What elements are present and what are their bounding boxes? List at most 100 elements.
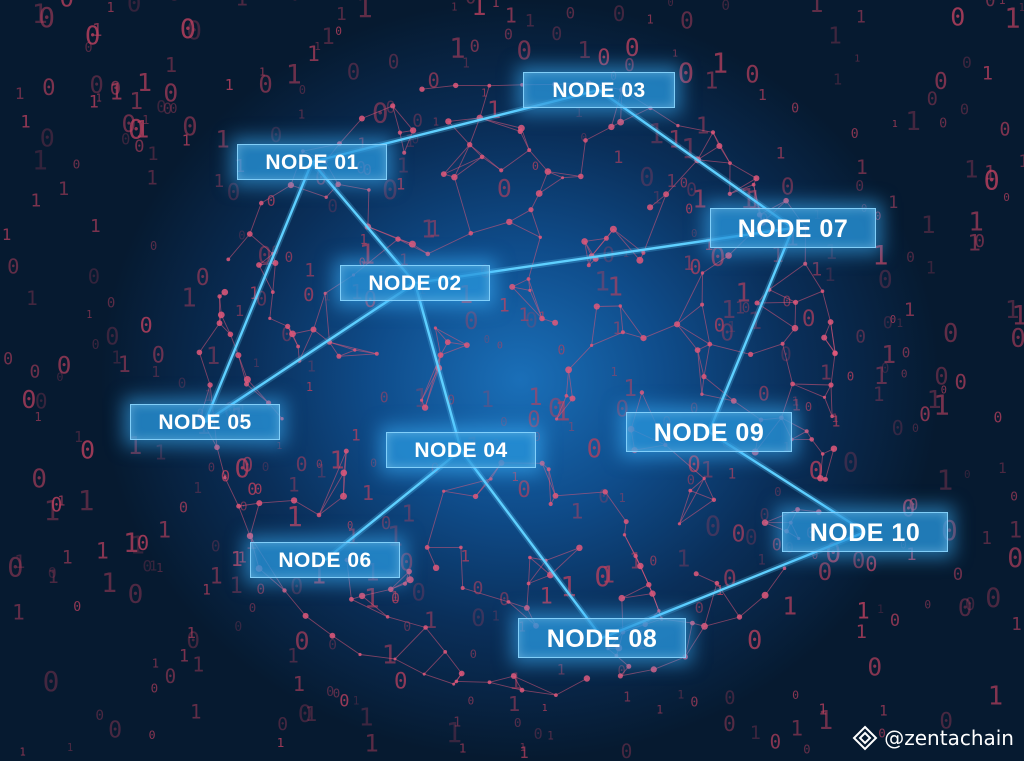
mesh-vertex <box>353 348 357 352</box>
mesh-vertex <box>702 476 706 481</box>
mesh-vertex <box>445 118 452 125</box>
mesh-vertex <box>649 590 656 597</box>
mesh-edge <box>548 469 552 505</box>
binary-digit: 0 <box>939 117 947 132</box>
mesh-edge <box>443 144 471 175</box>
mesh-edge <box>676 323 711 345</box>
mesh-edge <box>591 306 598 346</box>
mesh-vertex <box>510 673 517 679</box>
binary-digit: 1 <box>202 582 211 598</box>
binary-digit: 0 <box>855 178 864 195</box>
mesh-vertex <box>617 118 624 126</box>
binary-digit: 0 <box>890 314 896 326</box>
binary-digit: 0 <box>690 401 699 417</box>
binary-digit: 0 <box>504 26 513 44</box>
binary-digit: 1 <box>356 0 373 24</box>
binary-digit: 1 <box>601 563 615 589</box>
mesh-vertex <box>716 143 723 149</box>
mesh-edge <box>545 547 580 561</box>
binary-digit: 0 <box>471 604 485 632</box>
mesh-vertex <box>214 444 220 451</box>
binary-digit: 1 <box>927 385 942 414</box>
binary-digit: 1 <box>508 692 521 716</box>
mesh-vertex <box>650 666 657 673</box>
binary-digit: 1 <box>560 570 577 603</box>
binary-digit: 1 <box>86 310 92 321</box>
binary-digit: 1 <box>547 730 554 743</box>
binary-digit: 0 <box>388 51 400 74</box>
mesh-edge <box>426 491 445 548</box>
mesh-edge <box>562 175 581 179</box>
mesh-vertex <box>539 315 545 322</box>
binary-digit: 0 <box>720 320 734 346</box>
mesh-edge <box>782 343 794 385</box>
mesh-vertex <box>700 302 705 307</box>
mesh-vertex <box>340 492 347 500</box>
binary-digit: 1 <box>351 426 361 445</box>
mesh-vertex <box>618 304 622 308</box>
binary-digit: 0 <box>687 473 695 489</box>
mesh-vertex <box>646 582 652 588</box>
mesh-vertex <box>820 289 825 294</box>
node-08-label: NODE 08 <box>518 618 686 658</box>
binary-digit: 1 <box>820 361 832 385</box>
mesh-edge <box>469 117 481 145</box>
binary-digit: 1 <box>877 602 884 616</box>
mesh-edge <box>684 623 693 657</box>
binary-digit: 0 <box>901 367 908 380</box>
binary-digit: 1 <box>259 65 266 78</box>
mesh-edge <box>690 478 705 491</box>
binary-digit: 0 <box>924 599 931 612</box>
mesh-vertex <box>296 344 300 349</box>
mesh-vertex <box>236 503 242 509</box>
binary-digit: 0 <box>150 239 157 253</box>
mesh-edge <box>448 117 480 122</box>
binary-digit: 1 <box>306 380 313 394</box>
binary-digit: 0 <box>298 700 312 728</box>
mesh-edge <box>199 322 220 353</box>
binary-digit: 0 <box>594 562 611 593</box>
binary-digit: 0 <box>128 115 144 146</box>
binary-digit: 0 <box>1000 120 1011 141</box>
mesh-edge <box>469 144 483 158</box>
binary-digit: 1 <box>428 217 441 242</box>
mesh-edge <box>697 145 720 161</box>
binary-digit: 0 <box>326 684 334 700</box>
binary-digit: 1 <box>2 225 11 244</box>
binary-digit: 0 <box>517 37 533 67</box>
binary-digit: 1 <box>1004 4 1020 35</box>
binary-digit: 1 <box>735 278 750 308</box>
mesh-edge <box>690 490 715 501</box>
mesh-vertex <box>639 390 645 395</box>
mesh-vertex <box>406 568 412 575</box>
mesh-vertex <box>586 263 591 268</box>
mesh-vertex <box>323 291 327 295</box>
binary-digit: 0 <box>196 265 210 291</box>
binary-digit: 1 <box>210 565 223 590</box>
binary-digit: 0 <box>499 590 510 610</box>
binary-digit: 0 <box>105 323 119 351</box>
binary-digit: 1 <box>214 172 225 192</box>
binary-digit: 0 <box>964 468 971 481</box>
binary-digit: 1 <box>304 261 315 282</box>
binary-digit: 0 <box>803 742 810 756</box>
binary-digit: 0 <box>88 265 100 289</box>
mesh-vertex <box>336 353 342 359</box>
mesh-edge <box>529 557 551 576</box>
binary-digit: 0 <box>527 407 540 433</box>
binary-digit: 1 <box>619 491 626 505</box>
binary-digit: 0 <box>955 370 967 394</box>
binary-digit: 0 <box>680 175 688 191</box>
binary-digit: 1 <box>146 167 158 190</box>
mesh-vertex <box>419 86 425 92</box>
mesh-edge <box>621 593 653 599</box>
binary-digit: 0 <box>122 109 137 138</box>
binary-digit: 0 <box>668 0 674 9</box>
binary-digit: 0 <box>621 740 633 761</box>
mesh-edge <box>797 509 819 513</box>
mesh-vertex <box>527 148 532 153</box>
mesh-edge <box>622 331 644 339</box>
mesh-edge <box>351 598 388 618</box>
mesh-vertex <box>499 168 504 173</box>
binary-digit: 1 <box>967 230 981 256</box>
